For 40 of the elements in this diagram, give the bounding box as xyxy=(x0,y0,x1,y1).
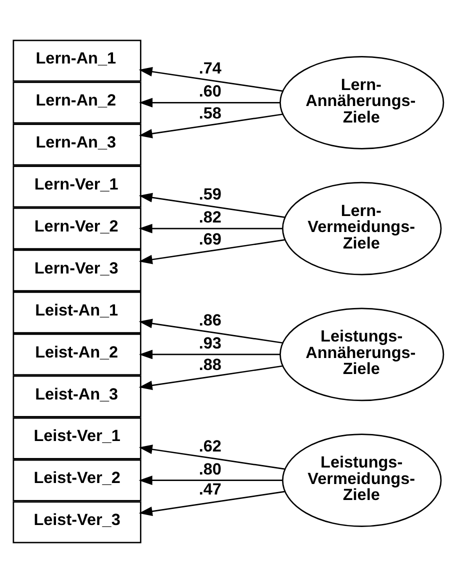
node-box: Lern-Ver_1 xyxy=(12,166,142,208)
edge-label: .69 xyxy=(198,230,222,248)
node-box: Lern-Ver_2 xyxy=(12,208,142,250)
node-box: Lern-Ver_3 xyxy=(12,250,142,292)
node-box: Leist-Ver_3 xyxy=(12,501,142,544)
arrow xyxy=(138,365,283,390)
node-box: Lern-An_3 xyxy=(12,124,142,166)
arrow xyxy=(138,114,283,138)
arrow xyxy=(138,318,283,344)
node-ellipse: Lern- Annäherungs- Ziele xyxy=(280,56,444,150)
edge-label: .58 xyxy=(198,104,222,122)
node-box: Leist-An_1 xyxy=(12,292,142,334)
arrow xyxy=(138,444,285,470)
node-ellipse: Leistungs- Annäherungs- Ziele xyxy=(280,308,444,402)
arrow xyxy=(138,476,283,486)
arrow xyxy=(138,239,285,264)
node-ellipse: Leistungs- Vermeidungs- Ziele xyxy=(282,434,442,528)
edge-label: .93 xyxy=(198,334,222,352)
node-box: Leist-Ver_2 xyxy=(12,459,142,502)
edge-label: .74 xyxy=(198,60,222,78)
edge-label: .62 xyxy=(198,437,222,456)
edge-label: .80 xyxy=(198,460,222,478)
edge-label: .86 xyxy=(198,311,222,330)
arrow xyxy=(138,98,280,108)
node-box: Leist-An_2 xyxy=(12,333,142,376)
edge-label: .88 xyxy=(198,356,222,374)
edge-label: .60 xyxy=(198,82,222,101)
node-box: Lern-An_2 xyxy=(12,82,142,124)
arrow xyxy=(138,67,283,92)
arrow xyxy=(138,350,280,360)
node-box: Leist-An_3 xyxy=(12,375,142,418)
arrow xyxy=(138,224,283,234)
node-box: Lern-An_1 xyxy=(12,40,142,82)
arrow xyxy=(138,490,285,516)
node-ellipse: Lern- Vermeidungs- Ziele xyxy=(282,182,442,276)
node-box: Leist-Ver_1 xyxy=(12,417,142,460)
edge-label: .82 xyxy=(198,208,222,227)
edge-label: .47 xyxy=(198,480,222,499)
arrow xyxy=(138,192,285,218)
edge-label: .59 xyxy=(198,186,222,204)
